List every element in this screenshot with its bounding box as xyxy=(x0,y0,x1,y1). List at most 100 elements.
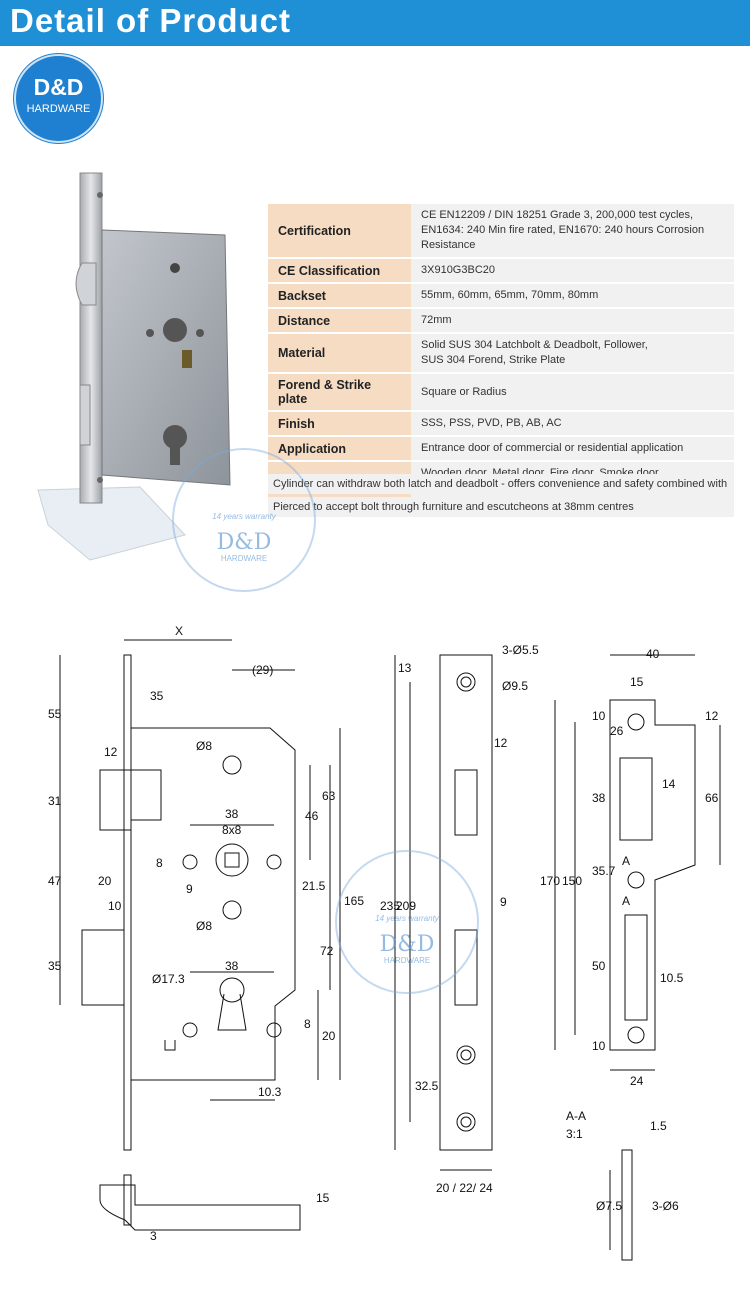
dim-10b: 10 xyxy=(592,709,606,723)
dim-29: (29) xyxy=(252,663,273,677)
dim-8a: 8 xyxy=(156,856,163,870)
dim-1-5: 1.5 xyxy=(650,1119,667,1133)
spec-value-line: 72mm xyxy=(421,314,452,326)
dim-12a: 12 xyxy=(104,745,118,759)
spec-value: 72mm xyxy=(411,308,734,334)
dim-38c: 38 xyxy=(592,791,606,805)
watermark-years: 14 years warranty xyxy=(212,512,276,521)
dim-170: 170 xyxy=(540,874,560,888)
logo-main-text: D&D xyxy=(33,74,84,100)
dim-63: 63 xyxy=(322,789,336,803)
dim-10-5: 10.5 xyxy=(660,971,684,985)
spec-row: Distance 72mm xyxy=(268,308,734,334)
spec-table: Certification CE EN12209 / DIN 18251 Grad… xyxy=(268,204,734,502)
dim-21-5: 21.5 xyxy=(302,879,326,893)
dim-15: 15 xyxy=(316,1191,330,1205)
dim-38b: 38 xyxy=(225,959,239,973)
note-cylinder: Cylinder can withdraw both latch and dea… xyxy=(268,474,734,510)
spec-label: Forend & Strike plate xyxy=(268,373,411,412)
dim-55: 55 xyxy=(48,707,62,721)
dim-o17-3: Ø17.3 xyxy=(152,972,185,986)
watermark-brand-2: D&D xyxy=(379,932,435,957)
dim-o8a: Ø8 xyxy=(196,739,212,753)
dim-3-o5-5: 3-Ø5.5 xyxy=(502,643,539,657)
spec-value: 3X910G3BC20 xyxy=(411,258,734,284)
dim-12c: 12 xyxy=(705,709,719,723)
watermark-brand: D&D xyxy=(216,530,272,555)
spec-label: Material xyxy=(268,333,411,374)
spec-label: CE Classification xyxy=(268,258,411,284)
spec-label: Distance xyxy=(268,308,411,334)
spec-value-line: Entrance door of commercial or residenti… xyxy=(421,442,684,454)
watermark-sub-2: HARDWARE xyxy=(383,956,431,965)
dim-66: 66 xyxy=(705,791,719,805)
dim-3: 3 xyxy=(150,1229,157,1243)
spec-label: Finish xyxy=(268,411,411,437)
dim-40: 40 xyxy=(646,647,660,661)
spec-row: CE Classification 3X910G3BC20 xyxy=(268,258,734,284)
spec-value-line: CE EN12209 / DIN 18251 Grade 3, 200,000 … xyxy=(421,209,694,221)
dim-o7-5: Ø7.5 xyxy=(596,1199,622,1213)
dim-31: 31 xyxy=(48,794,62,808)
dim-150: 150 xyxy=(562,874,582,888)
spec-value-line: EN1634: 240 Min fire rated, EN1670: 240 … xyxy=(421,224,705,251)
spec-value: SSS, PSS, PVD, PB, AB, AC xyxy=(411,411,734,437)
dim-14: 14 xyxy=(662,777,676,791)
dim-x: X xyxy=(175,624,183,638)
spec-label: Certification xyxy=(268,204,411,259)
dim-o8b: Ø8 xyxy=(196,919,212,933)
dim-20b: 20 xyxy=(322,1029,336,1043)
spec-value: 55mm, 60mm, 65mm, 70mm, 80mm xyxy=(411,283,734,309)
spec-row: Certification CE EN12209 / DIN 18251 Grad… xyxy=(268,204,734,259)
dim-9a: 9 xyxy=(186,882,193,896)
watermark-sub: HARDWARE xyxy=(220,554,268,563)
dim-47: 47 xyxy=(48,874,62,888)
spec-value: CE EN12209 / DIN 18251 Grade 3, 200,000 … xyxy=(411,204,734,259)
dim-13: 13 xyxy=(398,661,412,675)
spec-value: Square or Radius xyxy=(411,373,734,412)
watermark-stamp-2: 14 years warranty D&D HARDWARE xyxy=(335,850,479,994)
dim-72: 72 xyxy=(320,944,334,958)
dim-15b: 15 xyxy=(630,675,644,689)
note-pierced: Pierced to accept bolt through furniture… xyxy=(268,497,734,517)
spec-row: Backset 55mm, 60mm, 65mm, 70mm, 80mm xyxy=(268,283,734,309)
spec-label: Backset xyxy=(268,283,411,309)
spec-row: Finish SSS, PSS, PVD, PB, AB, AC xyxy=(268,411,734,437)
dim-3-o6: 3-Ø6 xyxy=(652,1199,679,1213)
section-aa-title: A-A xyxy=(566,1109,586,1123)
spec-value-line: 3X910G3BC20 xyxy=(421,264,495,276)
header-banner: Detail of Product xyxy=(0,0,750,46)
spec-row: Material Solid SUS 304 Latchbolt & Deadbo… xyxy=(268,333,734,374)
logo-sub-text: HARDWARE xyxy=(26,103,91,115)
spec-label: Application xyxy=(268,436,411,462)
spec-value-line: SSS, PSS, PVD, PB, AB, AC xyxy=(421,417,562,429)
product-photo xyxy=(37,172,231,561)
spec-value-line: SUS 304 Forend, Strike Plate xyxy=(421,354,566,366)
dim-32-5: 32.5 xyxy=(415,1079,439,1093)
watermark-stamp: 14 years warranty D&D HARDWARE xyxy=(172,448,316,592)
dim-46: 46 xyxy=(305,809,319,823)
dim-10a: 10 xyxy=(108,899,122,913)
spec-value: Solid SUS 304 Latchbolt & Deadbolt, Foll… xyxy=(411,333,734,374)
dim-8x8: 8x8 xyxy=(222,823,242,837)
dim-26: 26 xyxy=(610,724,624,738)
dim-9b: 9 xyxy=(500,895,507,909)
dim-20a: 20 xyxy=(98,874,112,888)
dim-24: 24 xyxy=(630,1074,644,1088)
section-mark-a2: A xyxy=(622,894,630,908)
spec-row: Forend & Strike plate Square or Radius xyxy=(268,373,734,412)
dim-8b: 8 xyxy=(304,1017,311,1031)
dim-35-7: 35.7 xyxy=(592,864,616,878)
dim-12b: 12 xyxy=(494,736,508,750)
section-aa-scale: 3:1 xyxy=(566,1127,583,1141)
dim-38a: 38 xyxy=(225,807,239,821)
spec-value-line: Solid SUS 304 Latchbolt & Deadbolt, Foll… xyxy=(421,339,648,351)
spec-value-line: Square or Radius xyxy=(421,385,507,398)
spec-value-line: 55mm, 60mm, 65mm, 70mm, 80mm xyxy=(421,289,599,301)
dim-35b: 35 xyxy=(48,959,62,973)
page-title: Detail of Product xyxy=(10,2,292,39)
brand-logo: D&D HARDWARE xyxy=(14,54,103,143)
spec-row: Application Entrance door of commercial o… xyxy=(268,436,734,462)
dim-50: 50 xyxy=(592,959,606,973)
watermark-years-2: 14 years warranty xyxy=(375,914,439,923)
